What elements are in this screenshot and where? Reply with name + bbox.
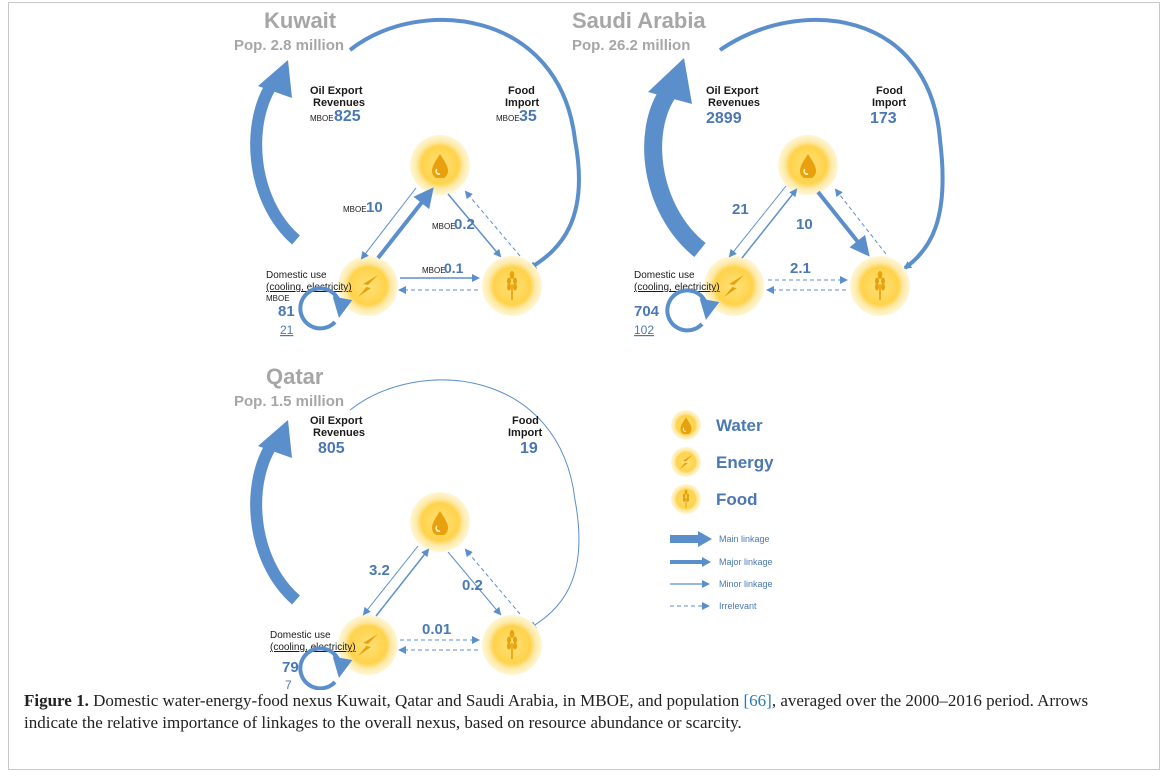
legend-energy-node <box>671 447 701 477</box>
w2f-value: 0.2 <box>454 216 475 233</box>
kuwait-panel: Kuwait Pop. 2.8 million Oil Export Reven… <box>234 8 581 337</box>
legend-energy: Energy <box>716 453 774 472</box>
food-import-arc <box>718 17 945 270</box>
legend: Water Energy Food Main linkage Major lin… <box>670 410 774 611</box>
e2w-value: 10 <box>366 199 383 216</box>
oil-export-arrow <box>250 76 301 245</box>
water-to-food-arrow <box>816 190 870 257</box>
population: Pop. 26.2 million <box>572 37 690 54</box>
domestic-use-sub: (cooling, electricity) <box>634 282 720 293</box>
dom-sub-value: 21 <box>280 323 294 337</box>
oil-export-arrow <box>644 84 706 258</box>
oil-export-arrowhead <box>648 58 692 104</box>
domestic-use-sub: (cooling, electricity) <box>270 642 356 653</box>
food-import-arc <box>348 17 581 270</box>
e2f-value: 0.01 <box>422 621 451 638</box>
e2f-value: 2.1 <box>790 260 811 277</box>
oil-value: 805 <box>318 440 345 457</box>
water-to-energy-arrow <box>362 545 419 616</box>
water-to-food-arrow <box>447 193 502 258</box>
food-import-label-2: Import <box>505 97 540 109</box>
legend-main: Main linkage <box>719 534 770 544</box>
caption-text-2: , averaged over the 2000–2016 period. Ar… <box>24 691 1089 732</box>
dom-sub-value: 102 <box>634 323 654 337</box>
dom-value: 704 <box>634 303 660 320</box>
caption-text: Domestic water-energy-food nexus Kuwait,… <box>88 691 744 710</box>
dom-sub-value: 7 <box>285 678 292 690</box>
energy-node <box>338 256 398 316</box>
w2f-unit: MBOE <box>432 222 456 231</box>
food-value: 173 <box>870 110 897 127</box>
e2w-value: 3.2 <box>369 562 390 579</box>
food-import-label: Food <box>512 415 539 427</box>
oil-export-arrowhead <box>258 60 292 98</box>
oil-value: 825 <box>334 108 361 125</box>
oil-export-label-2: Revenues <box>313 97 365 109</box>
country-name: Qatar <box>266 364 324 389</box>
oil-export-arrowhead <box>258 420 292 458</box>
oil-export-label-2: Revenues <box>708 97 760 109</box>
food-import-label-2: Import <box>872 97 907 109</box>
e2f-value: 0.1 <box>444 260 464 276</box>
saudi-panel: Saudi Arabia Pop. 26.2 million Oil Expor… <box>572 8 945 337</box>
oil-export-label: Oil Export <box>310 85 363 97</box>
legend-major: Major linkage <box>719 557 773 567</box>
e2f-unit: MBOE <box>422 266 446 275</box>
food-import-label-2: Import <box>508 427 543 439</box>
e2w-value: 21 <box>732 201 749 218</box>
oil-export-label: Oil Export <box>310 415 363 427</box>
nexus-diagram: Kuwait Pop. 2.8 million Oil Export Reven… <box>234 8 945 690</box>
water-to-energy-arrow <box>728 185 787 258</box>
energy-to-water-arrow <box>375 548 430 617</box>
caption-label: Figure 1. <box>24 691 89 710</box>
food-value: 35 <box>519 108 537 125</box>
population: Pop. 1.5 million <box>234 393 344 410</box>
domestic-use-label: Domestic use <box>270 630 331 641</box>
legend-food: Food <box>716 490 758 509</box>
dom-unit: MBOE <box>266 294 290 303</box>
caption-citation[interactable]: [66] <box>743 691 772 710</box>
oil-value: 2899 <box>706 110 742 127</box>
food-unit: MBOE <box>496 114 520 123</box>
domestic-use-label: Domestic use <box>266 270 327 281</box>
food-value: 19 <box>520 440 538 457</box>
e2w-unit: MBOE <box>343 205 367 214</box>
energy-to-water-arrow <box>376 187 434 260</box>
figure-caption: Figure 1. Domestic water-energy-food nex… <box>24 690 1134 734</box>
country-name: Saudi Arabia <box>572 8 706 33</box>
food-import-label: Food <box>508 85 535 97</box>
domestic-loop-arrow <box>298 646 353 690</box>
food-import-arc <box>349 379 580 630</box>
w2f-value: 0.2 <box>462 577 483 594</box>
figure-frame <box>8 2 1160 770</box>
water-to-energy-arrow <box>360 187 417 260</box>
w2f-value: 10 <box>796 216 813 233</box>
legend-major-arrowhead <box>702 557 711 567</box>
food-import-label: Food <box>876 85 903 97</box>
water-to-food-arrow <box>447 551 502 616</box>
oil-unit: MBOE <box>310 114 334 123</box>
legend-irrelevant: Irrelevant <box>719 601 757 611</box>
legend-main-arrowhead <box>698 531 712 547</box>
legend-minor: Minor linkage <box>719 579 773 589</box>
legend-water: Water <box>716 416 763 435</box>
domestic-use-sub: (cooling, electricity) <box>266 282 352 293</box>
oil-export-arrow <box>250 436 301 605</box>
dom-value: 79 <box>282 659 299 676</box>
domestic-use-label: Domestic use <box>634 270 695 281</box>
energy-to-water-arrow <box>741 188 798 259</box>
country-name: Kuwait <box>264 8 337 33</box>
dom-value: 81 <box>278 303 295 320</box>
oil-export-label: Oil Export <box>706 85 759 97</box>
energy-node <box>338 615 398 675</box>
qatar-panel: Qatar Pop. 1.5 million Oil Export Revenu… <box>234 364 580 690</box>
oil-export-label-2: Revenues <box>313 427 365 439</box>
domestic-loop-arrow <box>298 286 353 331</box>
population: Pop. 2.8 million <box>234 37 344 54</box>
domestic-loop-arrow <box>665 288 720 333</box>
